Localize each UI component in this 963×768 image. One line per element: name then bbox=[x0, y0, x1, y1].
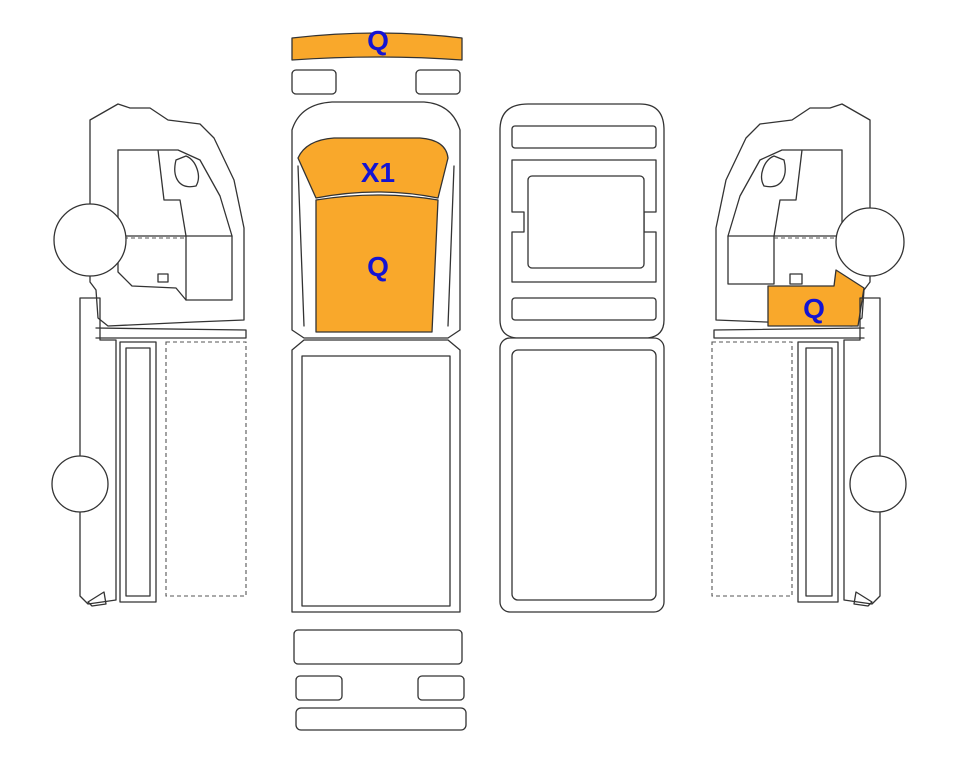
cab-roof-label: Q bbox=[367, 251, 389, 282]
rear-step bbox=[295, 707, 467, 731]
floor-cargo-outline bbox=[499, 337, 665, 613]
left-door-handle bbox=[157, 273, 169, 283]
cab-roof-zone bbox=[315, 194, 439, 333]
right-door-lower bbox=[727, 235, 775, 285]
right-taillight bbox=[417, 675, 465, 701]
right-side-view: Q bbox=[711, 103, 907, 607]
left-mirror bbox=[174, 155, 200, 188]
right-side-cab-lower-label: Q bbox=[803, 293, 825, 324]
right-headlight bbox=[415, 69, 461, 95]
windshield-label: X1 bbox=[361, 157, 395, 188]
right-rear-wheel bbox=[849, 455, 907, 513]
right-side-panel bbox=[797, 341, 839, 603]
left-door-lower bbox=[185, 235, 233, 301]
right-frame-rail bbox=[713, 327, 865, 339]
left-taillight bbox=[295, 675, 343, 701]
top-view: Q X1 Q bbox=[291, 25, 467, 731]
right-side-panel-inner bbox=[805, 347, 833, 597]
front-bumper-label: Q bbox=[367, 25, 389, 56]
floor-cab-top-bar bbox=[511, 125, 657, 149]
left-cab-body bbox=[89, 103, 245, 327]
left-front-wheel bbox=[53, 203, 127, 277]
cargo-box-top-inner bbox=[301, 355, 451, 607]
right-mudflap bbox=[853, 591, 873, 607]
left-frame-rail bbox=[95, 327, 247, 339]
right-cab-body bbox=[715, 103, 871, 327]
left-rear-wheel bbox=[51, 455, 109, 513]
floor-cab-panel bbox=[527, 175, 645, 269]
windshield-zone bbox=[297, 137, 449, 199]
rear-bumper bbox=[293, 629, 463, 665]
right-chassis bbox=[843, 297, 881, 605]
front-bumper-zone bbox=[291, 32, 463, 61]
right-door-handle bbox=[789, 273, 803, 285]
left-side-panel-inner bbox=[125, 347, 151, 597]
left-mudflap bbox=[87, 591, 107, 607]
left-headlight bbox=[291, 69, 337, 95]
left-chassis bbox=[79, 297, 117, 605]
left-side-view bbox=[51, 103, 247, 607]
right-mirror bbox=[760, 155, 786, 188]
cab-top-sides bbox=[297, 165, 455, 327]
cargo-box-top bbox=[291, 339, 461, 613]
right-side-cab-lower-zone bbox=[767, 269, 865, 327]
floor-view bbox=[499, 103, 665, 613]
left-cargo-dashed bbox=[165, 341, 247, 597]
right-cargo-dashed bbox=[711, 341, 793, 597]
floor-cab-bottom-bar bbox=[511, 297, 657, 321]
floor-cargo-inner bbox=[511, 349, 657, 601]
right-front-wheel bbox=[835, 207, 905, 277]
